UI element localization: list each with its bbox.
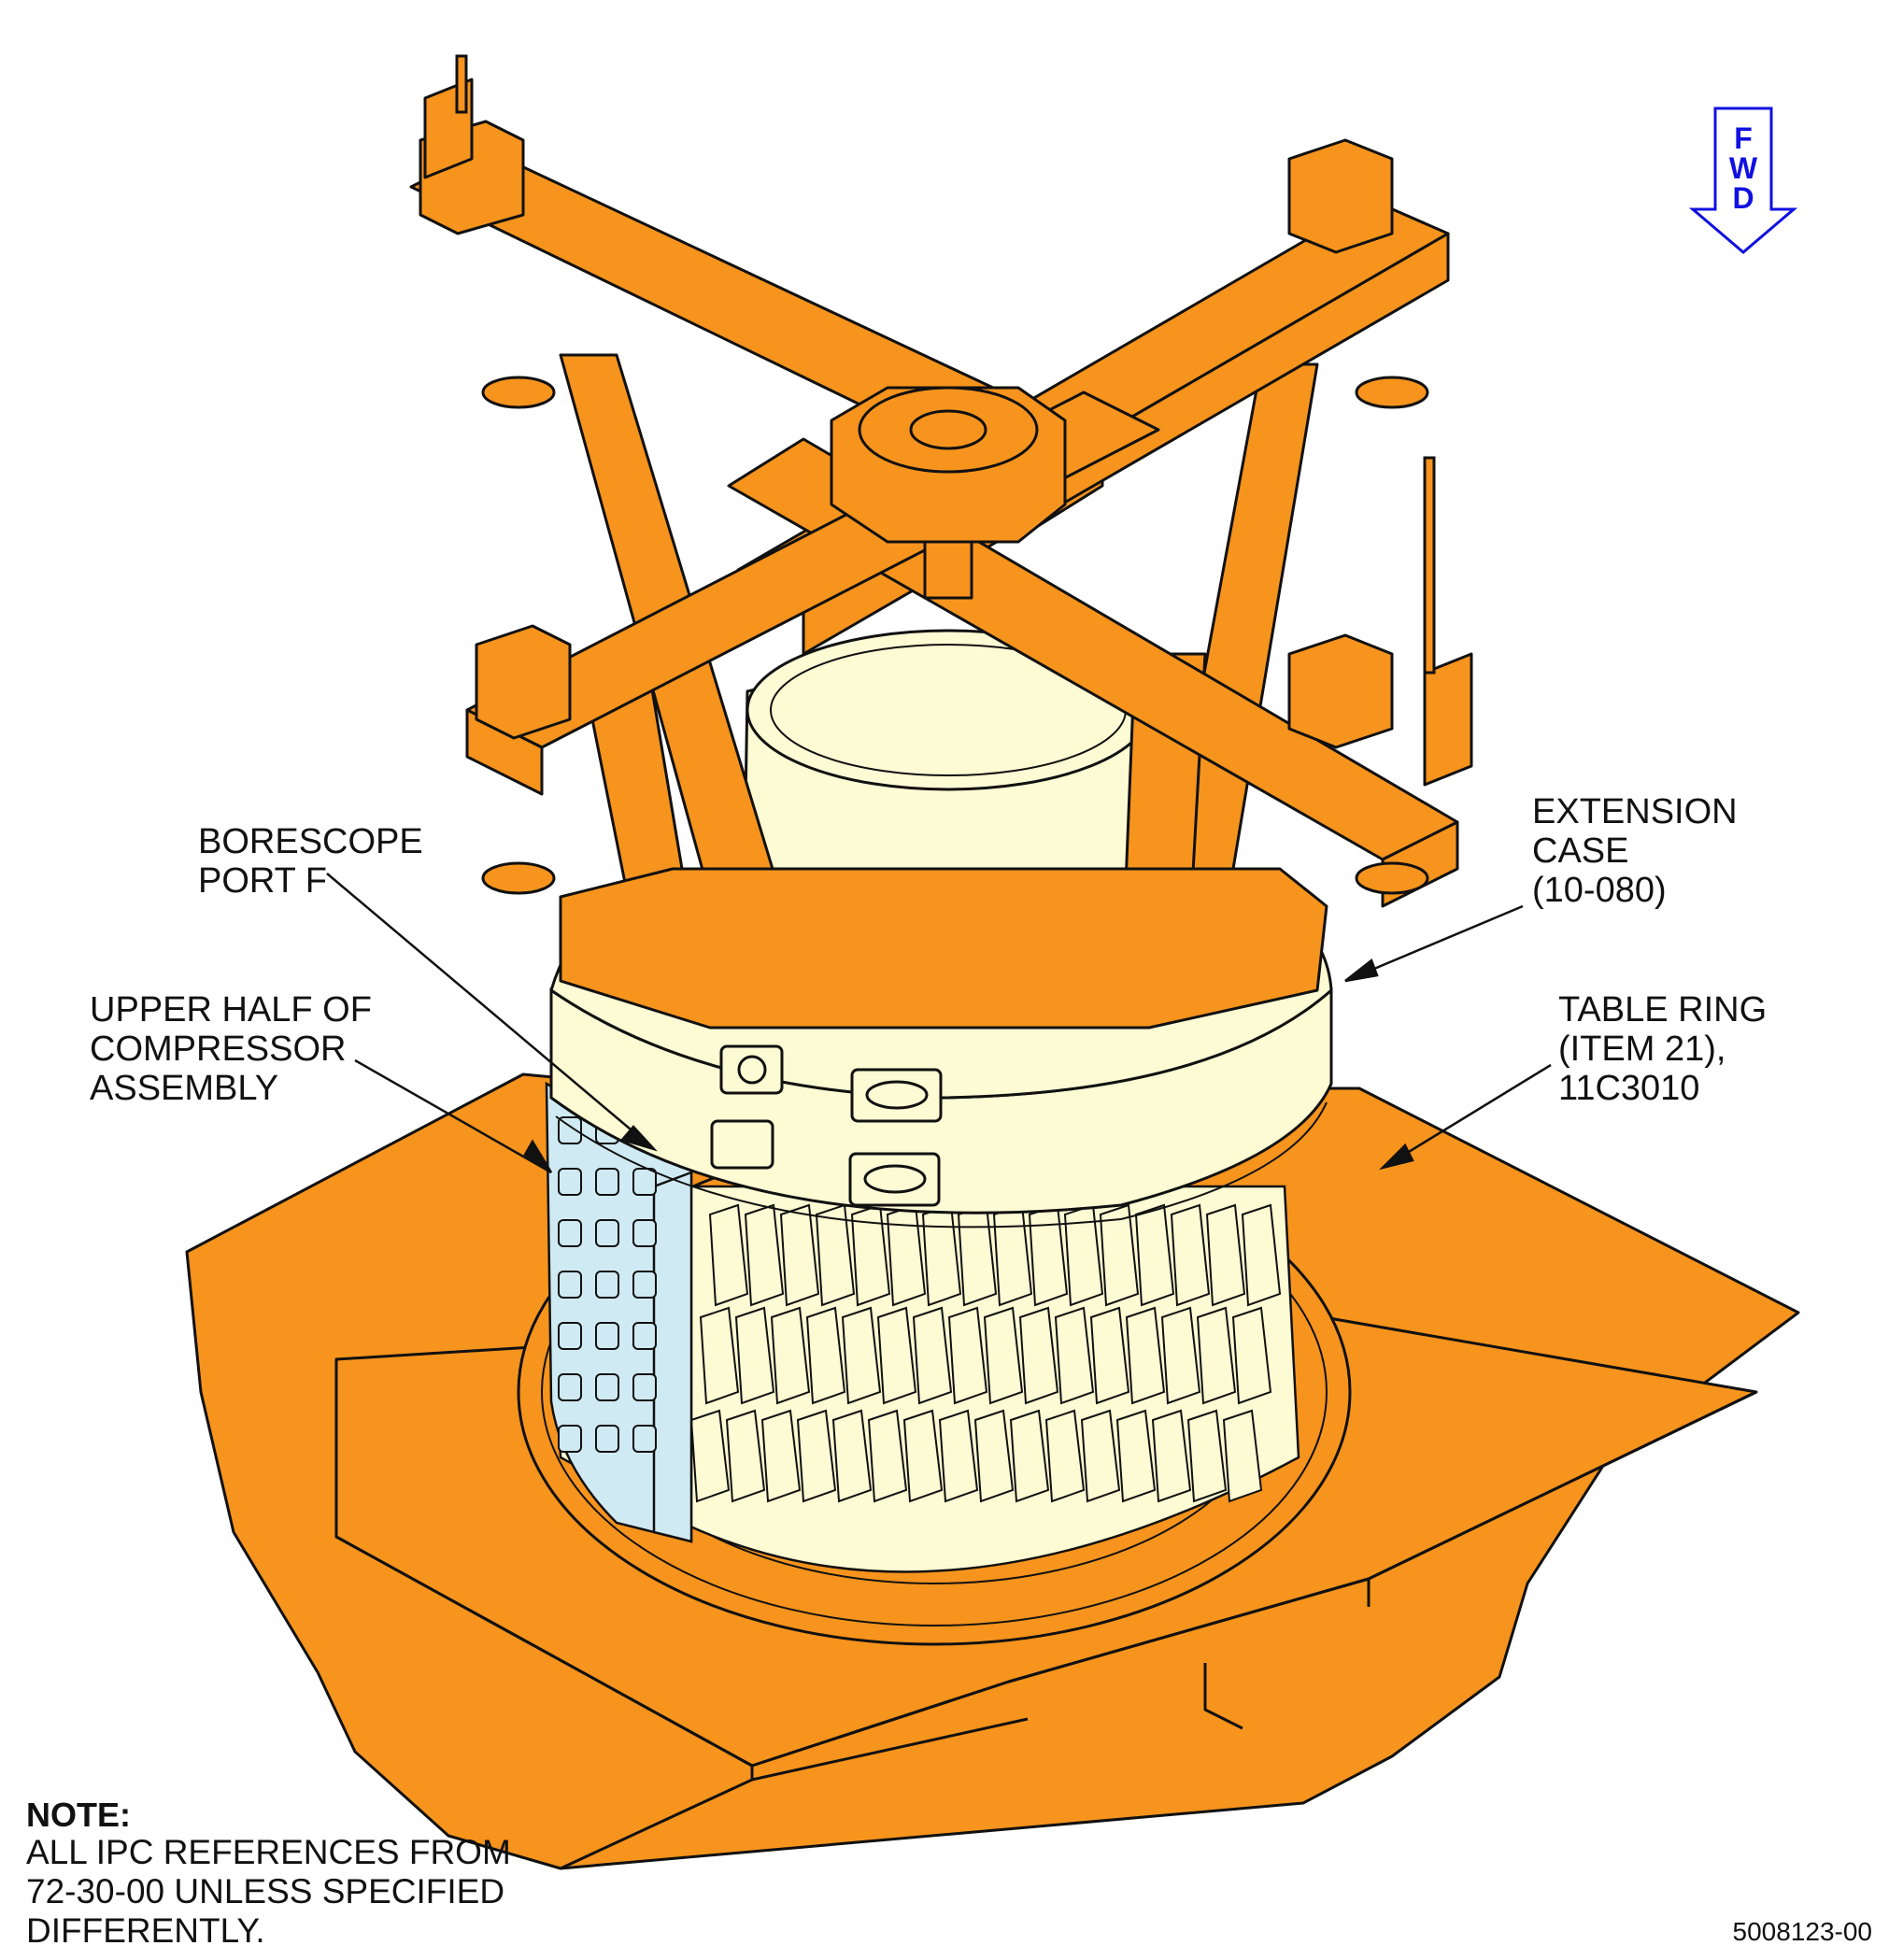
variable-vane-actuator (632, 1219, 657, 1247)
compressor-blade (867, 1409, 908, 1503)
down-arrow-icon (1688, 107, 1798, 254)
compressor-blade (815, 1203, 856, 1307)
fwd-letter-d: D (1732, 181, 1754, 215)
compressor-blade (760, 1409, 802, 1503)
variable-vane-actuator (595, 1168, 619, 1196)
compressor-blade (805, 1306, 846, 1405)
compressor-blade (1044, 1409, 1086, 1503)
compressor-blade (1054, 1306, 1095, 1405)
compressor-blade (947, 1306, 988, 1405)
variable-vane-actuator (632, 1425, 657, 1453)
variable-vane-actuator (558, 1219, 582, 1247)
compressor-blade (1222, 1409, 1263, 1503)
fwd-letter-w: W (1728, 151, 1758, 185)
extension-case-label: EXTENSION CASE (10-080) (1532, 792, 1738, 910)
upper-half-compressor-label: UPPER HALF OF COMPRESSOR ASSEMBLY (90, 990, 372, 1108)
compressor-blade (779, 1203, 820, 1307)
variable-vane-actuator (632, 1322, 657, 1350)
compressor-blade (902, 1409, 944, 1503)
variable-vane-actuator (558, 1322, 582, 1350)
compressor-rotor (549, 1185, 1300, 1573)
compressor-blade (831, 1409, 873, 1503)
compressor-blade (1018, 1306, 1059, 1405)
compressor-blade (1160, 1306, 1201, 1405)
note-title: NOTE: (26, 1796, 131, 1834)
upper-half-compressor (545, 1081, 693, 1543)
compressor-blade (938, 1409, 979, 1503)
compressor-blade (689, 1409, 731, 1503)
compressor-blade (1205, 1203, 1246, 1307)
compressor-blade (708, 1203, 749, 1307)
compressor-blade (734, 1306, 775, 1405)
variable-vane-actuator (558, 1271, 582, 1299)
compressor-blade (1009, 1409, 1050, 1503)
variable-vane-actuator (632, 1373, 657, 1401)
variable-vane-actuator (558, 1373, 582, 1401)
lift-rods (455, 54, 1436, 675)
drawing-number: 5008123-00 (1732, 1917, 1872, 1946)
compressor-blade (973, 1409, 1015, 1503)
table-ring-label: TABLE RING (ITEM 21), 11C3010 (1558, 990, 1768, 1108)
compressor-blade (1151, 1409, 1192, 1503)
variable-vane-actuator (558, 1168, 582, 1196)
lifting-fixture (409, 78, 1473, 1030)
callout-leaders (326, 873, 1552, 1174)
compressor-blade (1099, 1203, 1140, 1307)
compressor-blade (876, 1306, 917, 1405)
compressor-blade (725, 1409, 766, 1503)
compressor-blade (796, 1409, 837, 1503)
compressor-blade (1186, 1409, 1228, 1503)
variable-vane-actuator (595, 1219, 619, 1247)
compressor-blade (744, 1203, 785, 1307)
compressor-blade (1196, 1306, 1237, 1405)
borescope-port-label: BORESCOPE PORT F (198, 822, 423, 901)
compressor-blade (1134, 1203, 1175, 1307)
variable-vane-actuator (558, 1116, 582, 1144)
variable-vane-actuator (632, 1271, 657, 1299)
compressor-blade (1125, 1306, 1166, 1405)
compressor-blade (1231, 1306, 1272, 1405)
compressor-blade (983, 1306, 1024, 1405)
variable-vane-actuator (595, 1425, 619, 1453)
variable-vane-actuator (595, 1271, 619, 1299)
compressor-blade (1170, 1203, 1211, 1307)
fwd-letter-f: F (1734, 121, 1753, 155)
compressor-blade (1080, 1409, 1121, 1503)
compressor-blade (912, 1306, 953, 1405)
compressor-blade (841, 1306, 882, 1405)
compressor-blade (1241, 1203, 1282, 1307)
compressor-blade (1089, 1306, 1130, 1405)
compressor-blade (1115, 1409, 1157, 1503)
variable-vane-actuator (558, 1425, 582, 1453)
compressor-blade (699, 1306, 740, 1405)
variable-vane-actuator (595, 1322, 619, 1350)
variable-vane-actuator (632, 1168, 657, 1196)
compressor-blade (770, 1306, 811, 1405)
variable-vane-actuator (595, 1373, 619, 1401)
forward-direction-arrow: F W D (1688, 107, 1798, 256)
note-body: ALL IPC REFERENCES FROM 72-30-00 UNLESS … (26, 1833, 511, 1950)
